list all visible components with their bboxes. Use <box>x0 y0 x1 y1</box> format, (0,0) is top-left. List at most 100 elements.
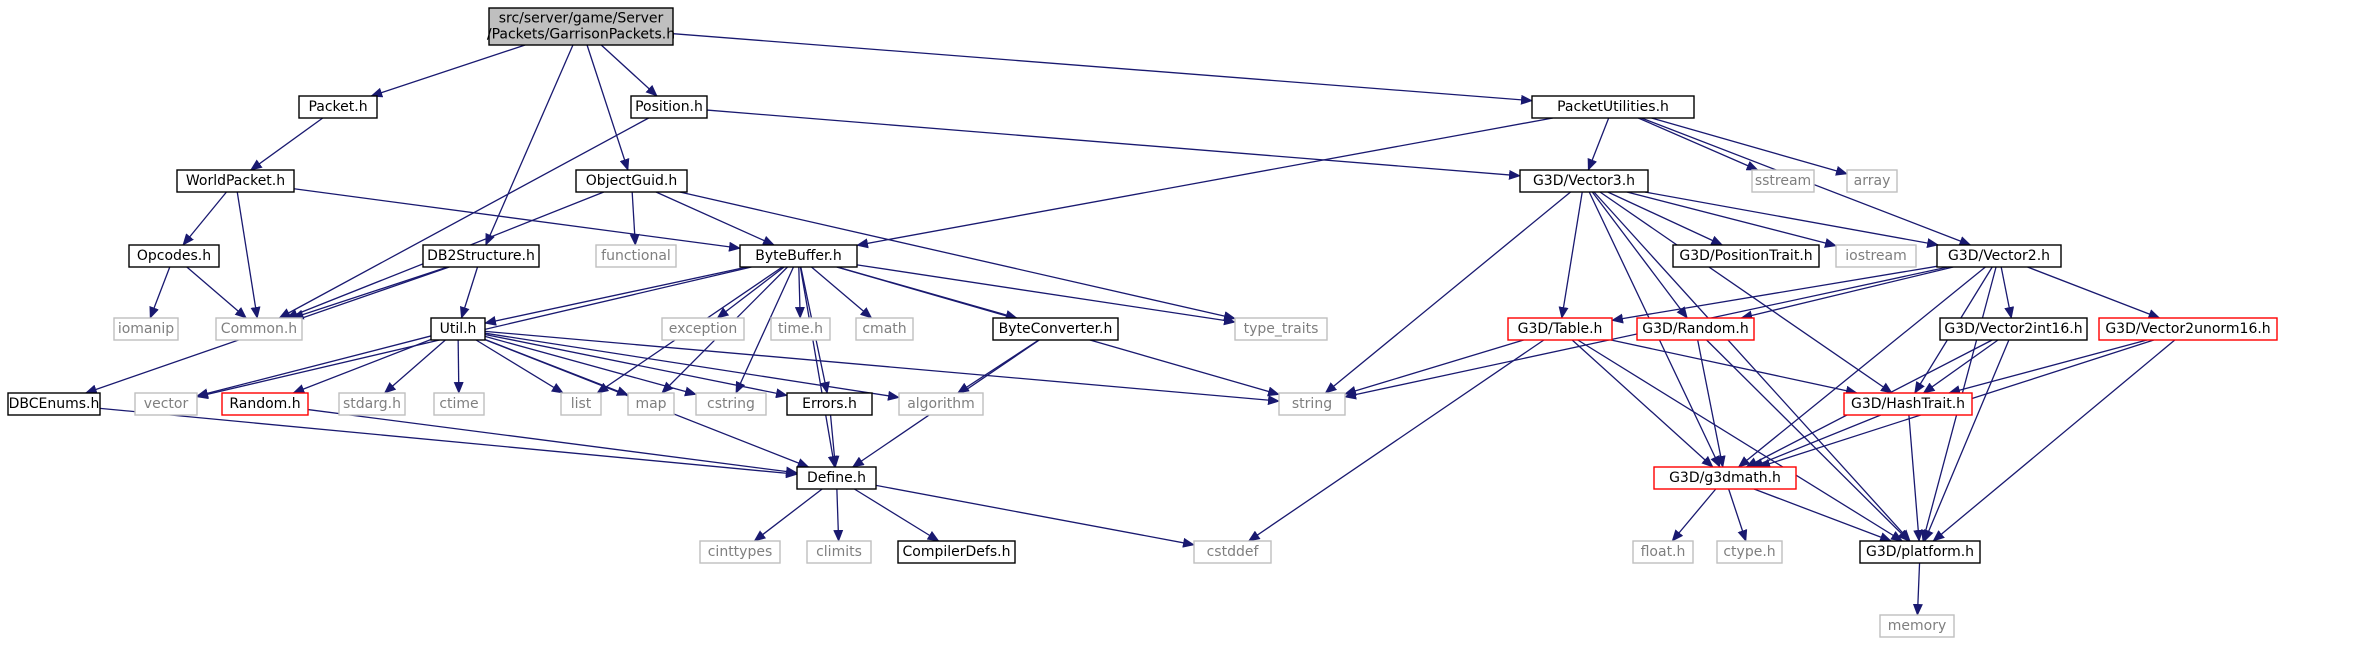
node-box-memory <box>1879 614 1955 638</box>
node-root[interactable]: src/server/game/Server/Packets/GarrisonP… <box>487 7 675 46</box>
node-label-positiontrait_h: G3D/PositionTrait.h <box>1679 248 1812 264</box>
node-label-packetutilities_h: PacketUtilities.h <box>1557 99 1669 115</box>
node-box-random3d_h <box>1636 317 1755 341</box>
node-box-cmath <box>855 317 914 341</box>
node-box-packetutilities_h <box>1531 95 1695 119</box>
node-byteconverter_h[interactable]: ByteConverter.h <box>992 317 1119 341</box>
node-box-vector2unorm16_h <box>2098 317 2278 341</box>
node-box-vector2_h <box>1936 244 2062 268</box>
node-db2structure_h[interactable]: DB2Structure.h <box>422 244 540 268</box>
node-label-ctime: ctime <box>439 396 478 412</box>
node-random_h[interactable]: Random.h <box>221 392 309 416</box>
edge-vector3_h-to-hashtrait_h <box>1599 191 1893 394</box>
node-table_h[interactable]: G3D/Table.h <box>1507 317 1613 341</box>
node-cinttypes: cinttypes <box>699 540 781 564</box>
edge-root-to-objectguid_h <box>586 44 630 171</box>
edge-table_h-to-platform_h <box>1577 339 1904 542</box>
node-label-list: list <box>571 396 592 412</box>
edge-vector2_h-to-vector2int16_h <box>2000 266 2015 319</box>
node-sstream: sstream <box>1751 169 1815 193</box>
edge-define_h-to-cstddef <box>875 484 1195 548</box>
node-label-worldpacket_h: WorldPacket.h <box>186 173 285 189</box>
edge-vector2_h-to-table_h <box>1611 265 1938 324</box>
node-g3dmath_h[interactable]: G3D/g3dmath.h <box>1653 466 1797 490</box>
node-box-type_traits <box>1234 317 1328 341</box>
node-errors_h[interactable]: Errors.h <box>786 392 873 416</box>
node-platform_h[interactable]: G3D/platform.h <box>1859 540 1981 564</box>
node-label-cinttypes: cinttypes <box>708 544 773 560</box>
node-label-climits: climits <box>816 544 862 560</box>
node-opcodes_h[interactable]: Opcodes.h <box>128 244 220 268</box>
node-dbcenums_h[interactable]: DBCEnums.h <box>7 392 101 416</box>
edge-root-to-packet_h <box>370 44 526 98</box>
edge-random3d_h-to-g3dmath_h <box>1697 339 1726 468</box>
node-box-db2structure_h <box>422 244 540 268</box>
edge-worldpacket_h-to-opcodes_h <box>182 191 227 246</box>
node-box-define_h <box>796 466 877 490</box>
edge-vector3_h-to-platform_h <box>1593 191 1911 542</box>
node-float_h: float.h <box>1632 540 1694 564</box>
edge-g3dmath_h-to-ctype_h <box>1728 488 1748 542</box>
node-random3d_h[interactable]: G3D/Random.h <box>1636 317 1755 341</box>
node-label-db2structure_h: DB2Structure.h <box>427 248 535 264</box>
node-box-iostream <box>1835 244 1917 268</box>
node-label-byteconverter_h: ByteConverter.h <box>999 321 1113 337</box>
node-hashtrait_h[interactable]: G3D/HashTrait.h <box>1843 392 1973 416</box>
node-box-vector <box>134 392 198 416</box>
node-box-iomanip <box>113 317 179 341</box>
edge-util_h-to-random_h <box>292 338 432 394</box>
node-box-hashtrait_h <box>1843 392 1973 416</box>
node-box-bytebuffer_h <box>739 244 858 268</box>
node-vector3_h[interactable]: G3D/Vector3.h <box>1519 169 1649 193</box>
node-position_h[interactable]: Position.h <box>630 95 708 119</box>
edge-util_h-to-vector <box>196 335 432 399</box>
node-worldpacket_h[interactable]: WorldPacket.h <box>176 169 295 193</box>
edge-errors_h-to-define_h <box>829 414 840 468</box>
edge-vector3_h-to-random3d_h <box>1591 191 1688 319</box>
node-objectguid_h[interactable]: ObjectGuid.h <box>575 169 688 193</box>
edge-util_h-to-cstring <box>484 335 697 397</box>
node-box-position_h <box>630 95 708 119</box>
node-iomanip: iomanip <box>113 317 179 341</box>
node-label-vector2int16_h: G3D/Vector2int16.h <box>1944 321 2082 337</box>
node-label-dbcenums_h: DBCEnums.h <box>9 396 100 412</box>
node-bytebuffer_h[interactable]: ByteBuffer.h <box>739 244 858 268</box>
node-vector2int16_h[interactable]: G3D/Vector2int16.h <box>1939 317 2088 341</box>
node-box-compilerdefs_h <box>897 540 1016 564</box>
node-type_traits: type_traits <box>1234 317 1328 341</box>
node-label-random3d_h: G3D/Random.h <box>1642 321 1749 337</box>
node-algorithm: algorithm <box>898 392 984 416</box>
edge-packetutilities_h-to-sstream <box>1638 117 1759 171</box>
node-label-sstream: sstream <box>1755 173 1811 189</box>
node-define_h[interactable]: Define.h <box>796 466 877 490</box>
node-label-cstddef: cstddef <box>1207 544 1260 560</box>
node-packet_h[interactable]: Packet.h <box>298 95 378 119</box>
node-cstddef: cstddef <box>1193 540 1272 564</box>
edge-vector2_h-to-random3d_h <box>1740 266 1954 321</box>
edge-vector3_h-to-string <box>1324 191 1571 394</box>
node-label-vector2unorm16_h: G3D/Vector2unorm16.h <box>2105 321 2270 337</box>
node-box-errors_h <box>786 392 873 416</box>
edge-table_h-to-cstddef <box>1247 339 1545 542</box>
node-label-root: /Packets/GarrisonPackets.h <box>487 27 675 43</box>
edge-bytebuffer_h-to-util_h <box>484 266 748 326</box>
node-compilerdefs_h[interactable]: CompilerDefs.h <box>897 540 1016 564</box>
node-box-vector3_h <box>1519 169 1649 193</box>
node-positiontrait_h[interactable]: G3D/PositionTrait.h <box>1672 244 1820 268</box>
node-label-packet_h: Packet.h <box>308 99 367 115</box>
edge-vector2_h-to-g3dmath_h <box>1737 266 1986 468</box>
node-array: array <box>1846 169 1898 193</box>
node-vector2_h[interactable]: G3D/Vector2.h <box>1936 244 2062 268</box>
edge-bytebuffer_h-to-exception <box>716 266 785 319</box>
node-label-bytebuffer_h: ByteBuffer.h <box>755 248 842 264</box>
edge-bytebuffer_h-to-type_traits <box>856 264 1236 326</box>
node-vector2unorm16_h[interactable]: G3D/Vector2unorm16.h <box>2098 317 2278 341</box>
node-packetutilities_h[interactable]: PacketUtilities.h <box>1531 95 1695 119</box>
node-ctime: ctime <box>433 392 485 416</box>
edge-bytebuffer_h-to-cmath <box>811 266 873 319</box>
edge-vector2unorm16_h-to-hashtrait_h <box>1948 339 2148 395</box>
node-box-cstring <box>695 392 767 416</box>
node-util_h[interactable]: Util.h <box>430 317 486 341</box>
edge-root-to-packetutilities_h <box>672 33 1533 105</box>
